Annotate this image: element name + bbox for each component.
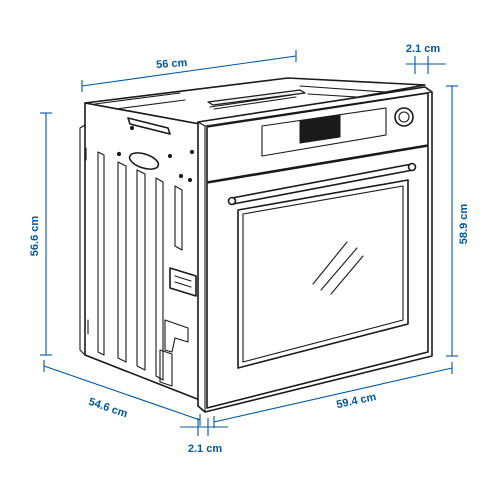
dim-line-width-bottom [213, 367, 453, 423]
side-bracket [127, 117, 171, 135]
dimension-lines [40, 50, 458, 436]
door-handle-end [407, 162, 417, 172]
dim-label-width-bottom: 59.4 cm [335, 391, 377, 411]
dim-label-depth-bottom: 54.6 cm [87, 396, 129, 421]
dim-label-height-right: 58.9 cm [458, 204, 470, 245]
side-slot-short [174, 185, 183, 251]
dim-label-height-left: 56.6 cm [29, 216, 41, 257]
top-vent-back [207, 89, 306, 106]
side-hole [129, 125, 135, 131]
control-knob-center [398, 111, 410, 123]
side-hole [116, 151, 122, 157]
dim-line-depth-bottom [43, 365, 201, 421]
side-hole [178, 173, 184, 179]
dim-line-width-top [81, 55, 297, 87]
glass-reflection [312, 241, 364, 295]
display-window [299, 114, 341, 144]
side-oval-cutout [128, 152, 160, 170]
control-panel-inner [261, 107, 387, 157]
control-knob [394, 107, 414, 127]
side-foot [159, 349, 173, 387]
side-connector [169, 267, 197, 297]
side-panel-inner-edge [79, 124, 86, 356]
side-slot [155, 177, 164, 381]
dim-label-thickness-bottom: 2.1 cm [188, 443, 222, 455]
dim-label-thickness-top: 2.1 cm [406, 43, 440, 55]
side-lower-bracket [164, 319, 189, 353]
top-rail-left [94, 92, 186, 111]
side-slot [136, 169, 146, 371]
oven-illustration [79, 77, 433, 413]
side-hole [167, 153, 173, 159]
door-handle-end [227, 196, 237, 206]
side-slot [117, 161, 127, 363]
door-window-inner [242, 185, 404, 363]
side-hole [189, 149, 195, 155]
side-mark [85, 147, 89, 335]
door-window [237, 179, 409, 369]
side-hole [187, 177, 193, 183]
dim-label-width-top: 56 cm [156, 57, 188, 71]
side-slot [97, 151, 105, 356]
side-connector-inner [174, 275, 192, 288]
